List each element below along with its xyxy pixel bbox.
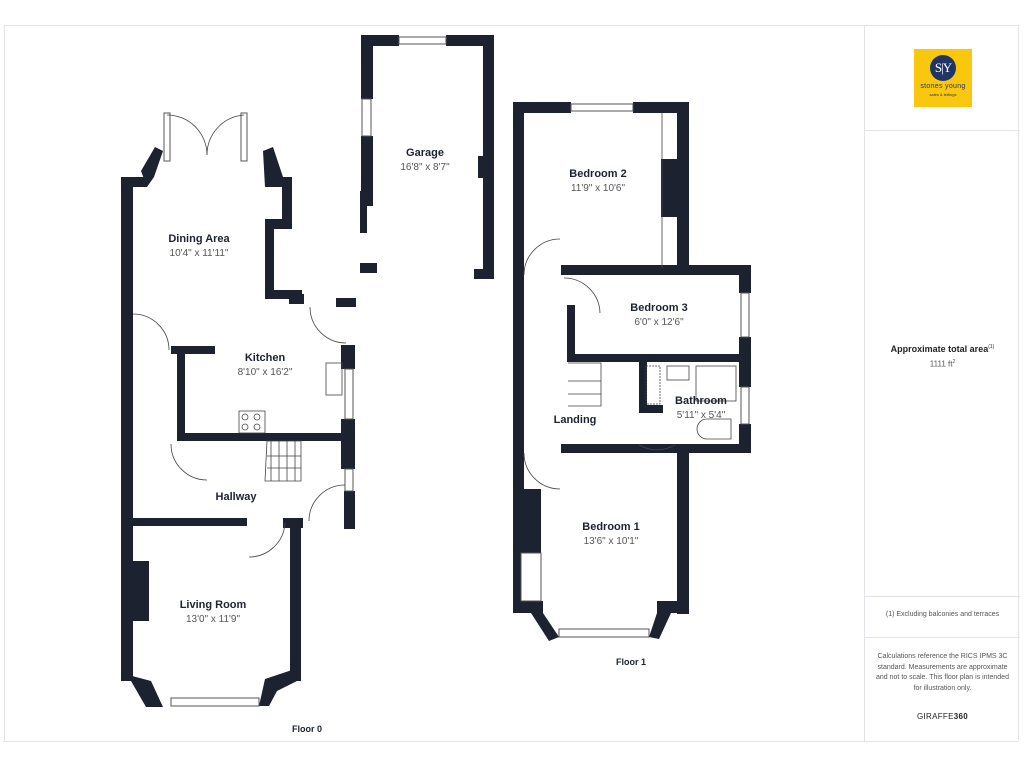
room-landing: Landing <box>554 414 597 426</box>
room-name: Kitchen <box>244 352 286 364</box>
logo-name: stones young <box>920 83 966 90</box>
footnote: (1) Excluding balconies and terraces <box>885 611 1000 618</box>
room-name: Bedroom 2 <box>569 168 627 180</box>
room-name: Bathroom <box>675 395 727 407</box>
logo-monogram: S|Y <box>930 55 956 81</box>
room-living-room: Living Room 13'0" x 11'9" <box>180 599 247 625</box>
room-bathroom: Bathroom 5'11" x 5'4" <box>675 395 727 421</box>
area-unit-superscript: 2 <box>952 359 956 365</box>
room-name: Living Room <box>179 599 247 611</box>
room-name: Bedroom 3 <box>630 302 688 314</box>
area-title-note: (1) <box>988 344 995 350</box>
footnote-section <box>865 597 1020 638</box>
area-value: 1111 ft2 <box>865 359 1020 369</box>
room-name: Hallway <box>215 491 257 503</box>
floor-1-label: Floor 1 <box>615 657 647 667</box>
floorplan-drawing: Garage 16'8" x 8'7" Dining Area 10'4" x … <box>5 26 865 743</box>
room-bedroom-2: Bedroom 2 11'9" x 10'6" <box>569 168 626 194</box>
floor-0-label: Floor 0 <box>291 724 323 734</box>
room-dimensions: 11'9" x 10'6" <box>570 183 626 194</box>
area-title-text: Approximate total area <box>890 344 989 354</box>
room-name: Dining Area <box>168 233 230 245</box>
area-section <box>865 131 1020 597</box>
room-name: Garage <box>406 147 444 159</box>
logo-section: S|Y stones young sales & lettings <box>865 26 1020 131</box>
area-value-text: 1111 ft <box>929 359 953 369</box>
logo-tagline: sales & lettings <box>929 92 957 97</box>
room-dimensions: 10'4" x 11'11" <box>169 248 229 259</box>
room-dining-area: Dining Area 10'4" x 11'11" <box>168 233 229 259</box>
room-dimensions: 6'0" x 12'6" <box>634 317 684 328</box>
area-title: Approximate total area(1) <box>865 344 1020 354</box>
room-bedroom-3: Bedroom 3 6'0" x 12'6" <box>630 302 687 328</box>
room-dimensions: 5'11" x 5'4" <box>676 410 726 421</box>
provider-brand: GIRAFFE360 <box>865 712 1020 721</box>
room-dimensions: 8'10" x 16'2" <box>237 367 293 378</box>
room-name: Bedroom 1 <box>582 521 640 533</box>
floorplan-sheet: Garage 16'8" x 8'7" Dining Area 10'4" x … <box>4 25 1020 743</box>
room-dimensions: 16'8" x 8'7" <box>400 162 450 173</box>
room-name: Landing <box>553 414 597 426</box>
company-logo: S|Y stones young sales & lettings <box>914 49 972 107</box>
room-kitchen: Kitchen 8'10" x 16'2" <box>238 352 293 378</box>
provider-suffix: 360 <box>953 712 969 721</box>
room-bedroom-1: Bedroom 1 13'6" x 10'1" <box>582 521 639 547</box>
provider-prefix: GIRAFFE <box>916 712 954 721</box>
floorplan-walls <box>121 35 751 707</box>
room-garage: Garage 16'8" x 8'7" <box>400 147 449 173</box>
info-panel: S|Y stones young sales & lettings Approx… <box>864 26 1020 741</box>
room-hallway: Hallway <box>216 491 257 503</box>
room-dimensions: 13'6" x 10'1" <box>583 536 639 547</box>
room-dimensions: 13'0" x 11'9" <box>185 614 241 625</box>
disclaimer: Calculations reference the RICS IPMS 3C … <box>876 653 1009 692</box>
